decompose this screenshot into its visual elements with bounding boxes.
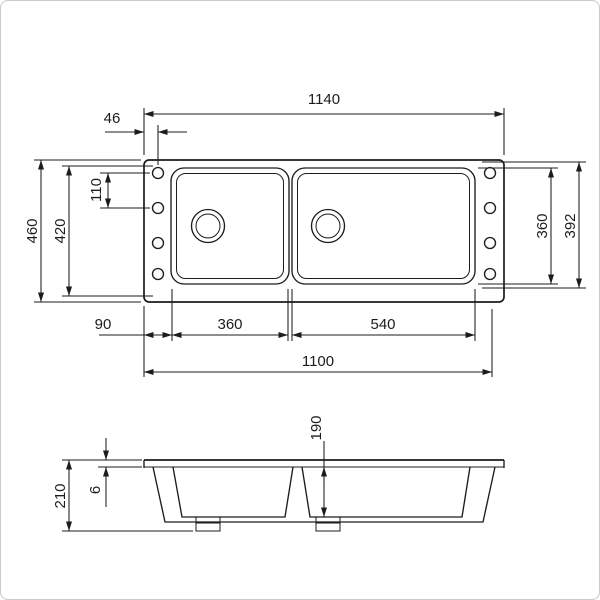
dim-tap-hole-pitch: 110 [88,172,150,209]
left-bowl-drain-part [190,208,226,244]
dim-bowl-depth: 360 [478,167,558,285]
right-bowl-part [291,167,476,285]
section-left-bowl [172,466,294,518]
dim-bowl-span-label: 1100 [302,353,334,370]
tap-holes-right-part [483,236,497,250]
dim-section-bowl-depth: 190 [308,415,327,517]
section-right-bowl-part [301,466,471,518]
left-bowl [170,167,290,285]
dim-total-height: 210 [52,459,193,532]
dim-left-margin-label: 90 [95,316,112,333]
dim-left-bowl-width: 360 [172,289,289,341]
dim-tap-hole-offset-label: 46 [104,110,121,127]
top-view: 1140 46 460 420 110 [24,91,586,377]
dim-bowl-depth-label: 360 [534,213,551,238]
dim-section-bowl-depth-label: 190 [308,415,325,440]
right-bowl-drain-part [315,213,341,239]
dim-left-bowl-width-label: 360 [217,316,242,333]
dim-inner-depth: 420 [52,165,153,297]
section-right-drain-part [315,516,341,532]
tap-holes-left [151,166,165,281]
tap-holes-left-part [151,267,165,281]
section-profile-part [152,466,496,523]
left-bowl-drain [190,208,226,244]
dim-overall-depth-label: 460 [24,218,41,243]
tap-holes-right [483,166,497,281]
dim-tap-hole-pitch-label: 110 [88,178,105,202]
tap-holes-right-part [483,166,497,180]
dim-inner-depth-label: 420 [52,218,69,243]
left-bowl-drain-part [195,213,221,239]
tap-holes-left-part [151,201,165,215]
left-bowl-part [176,173,284,279]
dim-overall-width: 1140 [143,91,505,155]
dim-bowl-outer-depth: 392 [482,161,586,289]
right-bowl-part [297,173,470,279]
dim-bowl-outer-depth-label: 392 [562,213,579,238]
dim-bowl-span: 1100 [144,309,493,377]
tap-holes-right-part [483,267,497,281]
dim-right-bowl-width: 540 [291,289,476,341]
dim-rim-height: 6 [87,438,142,507]
section-left-bowl-part [172,466,294,518]
tap-holes-left-part [151,166,165,180]
dim-tap-hole-offset: 46 [104,110,187,165]
dim-overall-width-label: 1140 [308,91,340,108]
right-bowl-drain-part [310,208,346,244]
tap-holes-right-part [483,201,497,215]
dim-right-bowl-width-label: 540 [370,316,395,333]
section-right-drain [315,516,341,532]
tap-holes-left-part [151,236,165,250]
section-right-bowl [301,466,471,518]
dim-total-height-label: 210 [52,483,69,508]
dim-rim-height-label: 6 [87,486,104,494]
right-bowl [291,167,476,285]
section-view: 210 6 190 [52,415,505,532]
sink-rim-outline [143,159,505,303]
left-bowl-part [170,167,290,285]
dim-overall-depth: 460 [24,159,141,303]
right-bowl-drain [310,208,346,244]
section-left-drain [195,516,221,532]
section-left-drain-part [195,516,221,532]
sink-rim-outline-part [143,159,505,303]
